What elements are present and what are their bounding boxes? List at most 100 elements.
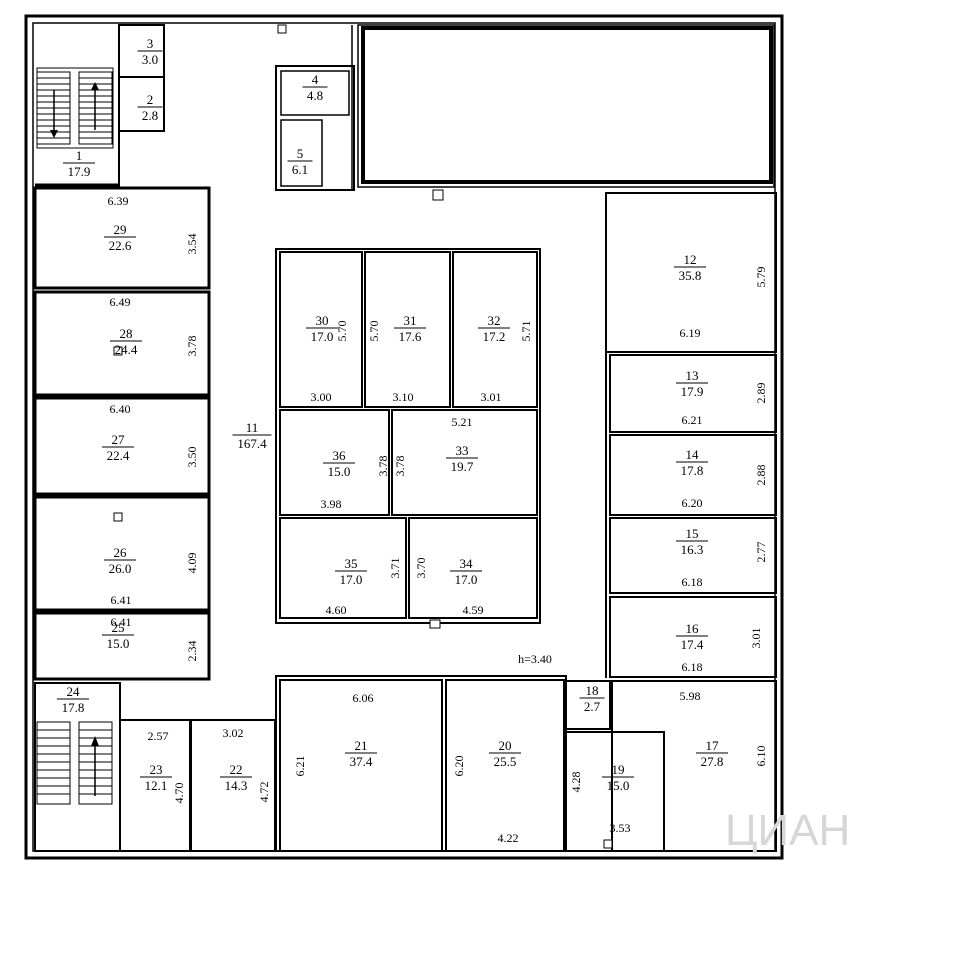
- dimension-label: 6.41: [111, 615, 132, 629]
- dimension-label: 6.39: [108, 194, 129, 208]
- room-number: 18: [586, 683, 599, 698]
- room-number: 36: [333, 448, 347, 463]
- room-area: 17.9: [681, 384, 704, 399]
- dimension-label: 6.10: [754, 746, 768, 767]
- room-label-4: 44.8: [302, 72, 328, 103]
- room-area: 37.4: [350, 754, 373, 769]
- room-area: 17.9: [68, 164, 91, 179]
- dimension-label: 3.54: [185, 234, 199, 255]
- room-area: 167.4: [237, 436, 267, 451]
- room-number: 16: [686, 621, 700, 636]
- dimension-label: 3.70: [414, 558, 428, 579]
- bottom-offices: [275, 675, 665, 852]
- room-area: 17.0: [311, 329, 334, 344]
- room-area: 17.4: [681, 637, 704, 652]
- room-number: 29: [114, 222, 127, 237]
- dimension-label: 6.06: [353, 691, 374, 705]
- dimension-label: 6.40: [110, 402, 131, 416]
- dimension-label: 6.21: [293, 756, 307, 777]
- dimension-label: 4.72: [257, 782, 271, 803]
- room-label-18: 182.7: [579, 683, 605, 714]
- dimension-label: 3.10: [393, 390, 414, 404]
- room-area: 17.8: [62, 700, 85, 715]
- room-number: 2: [147, 92, 154, 107]
- watermark-text: ЦИАН: [725, 806, 850, 855]
- room-area: 2.8: [142, 108, 158, 123]
- room-number: 21: [355, 738, 368, 753]
- room-number: 34: [460, 556, 474, 571]
- dimension-label: 3.78: [393, 456, 407, 477]
- room-number: 33: [456, 443, 469, 458]
- room-area: 15.0: [107, 636, 130, 651]
- room-area: 14.3: [225, 778, 248, 793]
- dimension-label: 3.02: [223, 726, 244, 740]
- dimension-label: 5.98: [680, 689, 701, 703]
- room-number: 25: [112, 620, 125, 635]
- room-number: 30: [316, 313, 329, 328]
- atrium-opening: [351, 24, 775, 201]
- dimension-label: 4.60: [326, 603, 347, 617]
- room-number: 31: [404, 313, 417, 328]
- room-number: 12: [684, 252, 697, 267]
- room-number: 24: [67, 684, 81, 699]
- dimension-label: 4.09: [185, 553, 199, 574]
- room-area: 24.4: [115, 342, 138, 357]
- dimension-label: 6.20: [452, 756, 466, 777]
- room-number: 17: [706, 738, 720, 753]
- room-number: 23: [150, 762, 163, 777]
- room-area: 15.0: [607, 778, 630, 793]
- dimension-label: 4.59: [463, 603, 484, 617]
- right-offices: [605, 192, 777, 852]
- room-label-3: 33.0: [137, 36, 163, 67]
- room-number: 5: [297, 146, 304, 161]
- left-offices: [33, 186, 211, 681]
- dimension-label: 6.20: [682, 496, 703, 510]
- dimension-label: 3.01: [481, 390, 502, 404]
- room-number: 11: [246, 420, 259, 435]
- room-area: 3.0: [142, 52, 158, 67]
- dimension-label: 6.18: [682, 575, 703, 589]
- room-number: 14: [686, 447, 700, 462]
- room-area: 22.4: [107, 448, 130, 463]
- dimension-label: 4.22: [498, 831, 519, 845]
- dimension-label: 3.78: [376, 456, 390, 477]
- dimension-label: 3.78: [185, 336, 199, 357]
- room-area: 17.0: [455, 572, 478, 587]
- outer-walls: [24, 14, 784, 860]
- dimension-label: 3.00: [311, 390, 332, 404]
- room-area: 17.0: [340, 572, 363, 587]
- dimension-labels: 6.393.546.493.786.403.504.096.416.412.34…: [108, 194, 769, 845]
- room-area: 2.7: [584, 699, 601, 714]
- room-area: 6.1: [292, 162, 308, 177]
- dimension-label: 6.19: [680, 326, 701, 340]
- room-area: 25.5: [494, 754, 517, 769]
- dimension-label: 5.70: [367, 321, 381, 342]
- room-number: 19: [612, 762, 625, 777]
- dimension-label: 6.21: [682, 413, 703, 427]
- stairs-top-left: [35, 24, 165, 187]
- dimension-label: 6.49: [110, 295, 131, 309]
- dimension-label: 2.57: [148, 729, 169, 743]
- dimension-label: 6.18: [682, 660, 703, 674]
- stairs-bottom-left: [34, 682, 276, 852]
- room-number: 15: [686, 526, 699, 541]
- room-label-5: 56.1: [287, 146, 313, 177]
- dimension-label: 2.77: [754, 542, 768, 563]
- dimension-label: 6.41: [111, 593, 132, 607]
- room-area: 35.8: [679, 268, 702, 283]
- dimension-label: 2.89: [754, 383, 768, 404]
